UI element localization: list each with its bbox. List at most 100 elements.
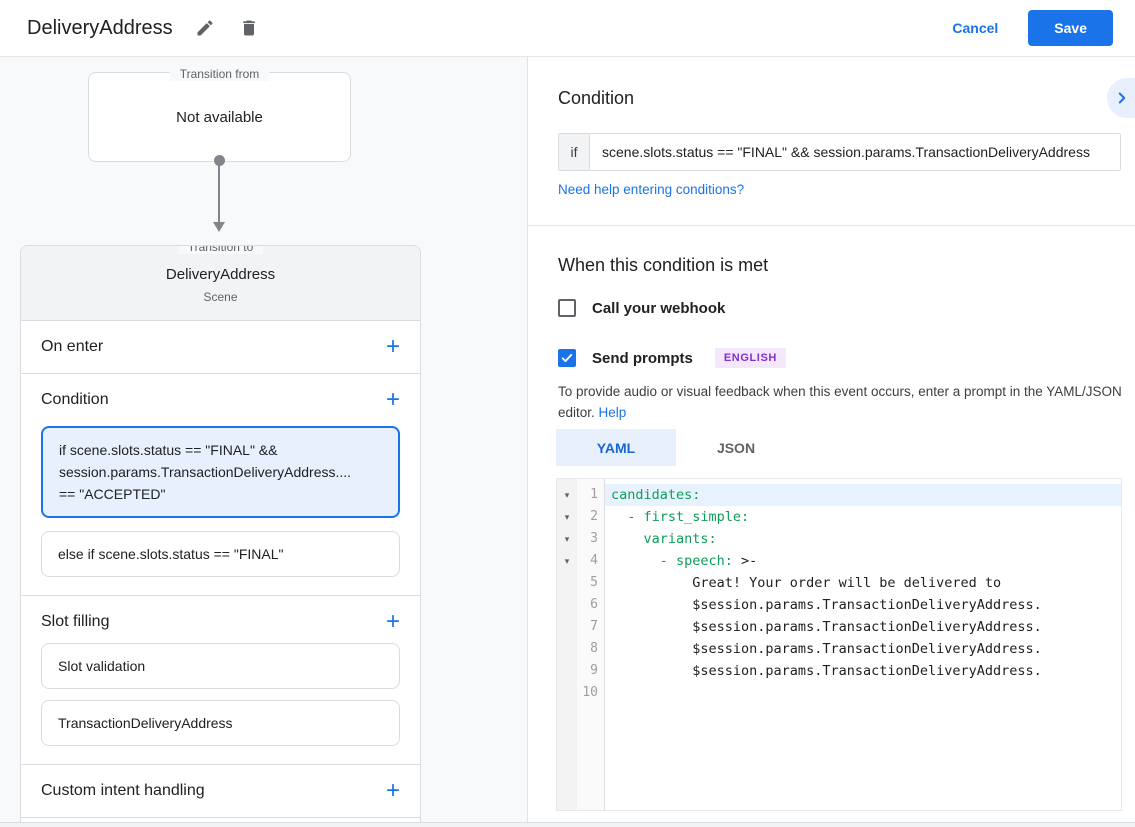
code-line: $session.params.TransactionDeliveryAddre… [605, 594, 1121, 616]
fold-toggle-icon[interactable]: ▾ [564, 490, 570, 500]
code-line: variants: [605, 528, 1121, 550]
if-prefix-label: if [559, 134, 590, 170]
code-line: - first_simple: [605, 506, 1121, 528]
add-custom-intent-icon[interactable]: + [385, 777, 400, 804]
language-badge: ENGLISH [714, 348, 786, 368]
fold-toggle-icon [557, 638, 577, 660]
line-number: 9 [590, 663, 598, 678]
code-token: $session.params.TransactionDeliveryAddre… [611, 641, 1042, 657]
transition-from-value: Not available [176, 108, 263, 126]
condition-detail-panel: Condition if Need help entering conditio… [527, 57, 1135, 827]
fold-toggle-icon [557, 572, 577, 594]
condition-card-list: if scene.slots.status == "FINAL" && sessi… [21, 426, 420, 577]
code-line: Great! Your order will be delivered to [605, 572, 1121, 594]
fold-toggle-icon[interactable]: ▾ [564, 534, 570, 544]
code-token: variants: [611, 531, 717, 547]
line-number: 1 [590, 487, 598, 502]
cancel-button[interactable]: Cancel [952, 20, 999, 36]
bottom-edge-strip [0, 822, 1135, 827]
code-line: $session.params.TransactionDeliveryAddre… [605, 660, 1121, 682]
condition-help-link[interactable]: Need help entering conditions? [558, 182, 745, 197]
connector-line [218, 163, 220, 223]
delete-button[interactable] [237, 16, 261, 40]
tab-yaml[interactable]: YAML [556, 429, 676, 466]
when-condition-met-title: When this condition is met [558, 255, 769, 275]
condition-expression-input[interactable] [590, 134, 1120, 170]
line-number: 8 [590, 641, 598, 656]
helper-text-body: To provide audio or visual feedback when… [558, 384, 1122, 420]
code-token: $session.params.TransactionDeliveryAddre… [611, 597, 1042, 613]
connector-arrowhead [213, 222, 225, 232]
scene-type-label: Scene [203, 290, 238, 304]
code-line: $session.params.TransactionDeliveryAddre… [605, 616, 1121, 638]
code-token: >- [732, 553, 758, 569]
edit-button[interactable] [193, 16, 217, 40]
line-number: 2 [590, 509, 598, 524]
fold-toggle-icon [557, 682, 577, 704]
checkmark-icon [561, 353, 573, 363]
slot-card[interactable]: Slot validation [41, 643, 400, 689]
code-area[interactable]: candidates: - first_simple: variants: - … [605, 479, 1121, 810]
custom-intent-section: Custom intent handling + [21, 765, 420, 818]
condition-card-text: == "ACCEPTED" [59, 486, 166, 502]
editor-tabs: YAML JSON [556, 429, 796, 466]
line-number: 7 [590, 619, 598, 634]
code-line: candidates: [605, 484, 1121, 506]
transition-from-box: Transition from Not available [88, 67, 351, 162]
code-token: - speech: [611, 553, 733, 569]
line-number: 6 [590, 597, 598, 612]
line-number: 10 [582, 685, 598, 700]
condition-if-row: if [558, 133, 1121, 171]
condition-label: Condition [41, 391, 109, 408]
code-line: $session.params.TransactionDeliveryAddre… [605, 638, 1121, 660]
prompts-helper-text: To provide audio or visual feedback when… [558, 381, 1135, 423]
help-link[interactable]: Help [598, 405, 627, 420]
tab-json[interactable]: JSON [716, 439, 756, 456]
transition-to-card: Transition to DeliveryAddress Scene On e… [20, 245, 421, 827]
webhook-checkbox[interactable] [558, 299, 576, 317]
trash-icon [242, 20, 255, 36]
line-number: 5 [590, 575, 598, 590]
send-prompts-label[interactable]: Send prompts [592, 349, 693, 367]
flow-diagram-panel: Transition from Not available Transition… [0, 57, 527, 827]
fold-toggle-icon [557, 594, 577, 616]
fold-toggle-icon[interactable]: ▾ [564, 556, 570, 566]
send-prompts-checkbox[interactable] [558, 349, 576, 367]
code-token: $session.params.TransactionDeliveryAddre… [611, 619, 1042, 635]
condition-card[interactable]: if scene.slots.status == "FINAL" && sessi… [41, 426, 400, 518]
fold-toggle-icon[interactable]: ▾ [564, 512, 570, 522]
on-enter-label: On enter [41, 338, 104, 355]
panel-divider [528, 225, 1135, 226]
code-line [605, 682, 1121, 704]
collapse-panel-button[interactable] [1107, 78, 1135, 118]
webhook-row: Call your webhook [558, 299, 725, 317]
condition-section: Condition + if scene.slots.status == "FI… [21, 374, 420, 596]
code-token: Great! Your order will be delivered to [611, 575, 1002, 591]
line-number: 4 [590, 553, 598, 568]
save-button[interactable]: Save [1028, 10, 1113, 46]
slot-filling-label: Slot filling [41, 613, 110, 630]
webhook-label[interactable]: Call your webhook [592, 299, 726, 317]
connector-dot [214, 155, 225, 166]
page-title: DeliveryAddress [27, 16, 173, 39]
condition-card-text: session.params.TransactionDeliveryAddres… [59, 464, 352, 480]
add-slot-icon[interactable]: + [385, 608, 400, 635]
fold-toggle-icon [557, 660, 577, 682]
transition-from-legend: Transition from [89, 65, 350, 83]
code-token: candidates: [611, 487, 701, 503]
condition-card-text: if scene.slots.status == "FINAL" && [59, 442, 278, 458]
fold-gutter: ▾ ▾ ▾ ▾ [557, 479, 577, 810]
slot-card[interactable]: TransactionDeliveryAddress [41, 700, 400, 746]
condition-card[interactable]: else if scene.slots.status == "FINAL" [41, 531, 400, 577]
fold-toggle-icon [557, 616, 577, 638]
code-line: - speech: >- [605, 550, 1121, 572]
scene-card-header: DeliveryAddress Scene [21, 246, 420, 321]
add-condition-icon[interactable]: + [385, 386, 400, 413]
add-on-enter-icon[interactable]: + [385, 333, 400, 360]
scene-name: DeliveryAddress [165, 266, 276, 283]
